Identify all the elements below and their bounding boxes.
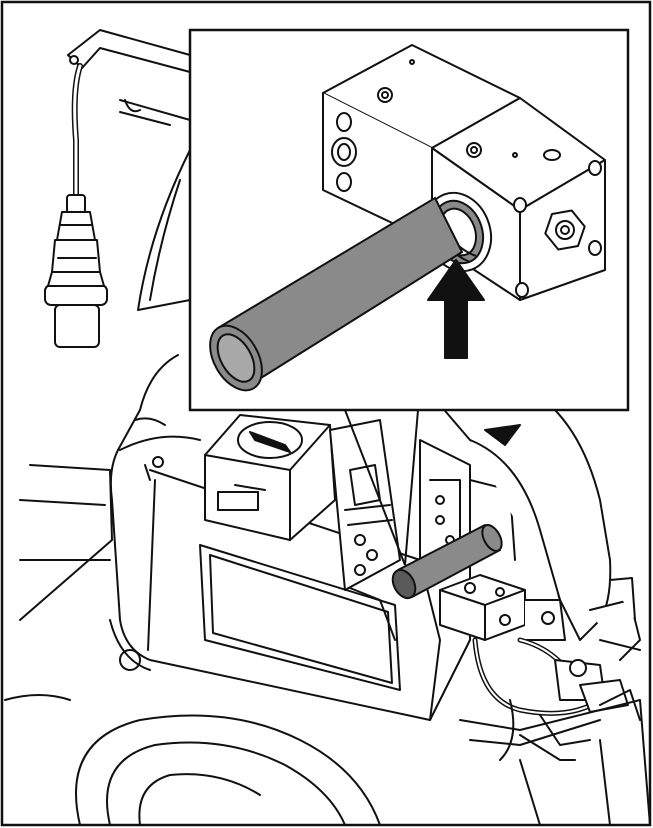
lower-housing (459, 699, 651, 826)
callout-lines (344, 409, 419, 566)
hoses-fittings (472, 637, 641, 761)
tube-installed (391, 524, 503, 600)
wheel-assembly (19, 464, 151, 671)
switch-box (204, 414, 336, 541)
arrow-up-icon (427, 259, 485, 359)
detail-inset (188, 28, 630, 566)
valve-block (322, 44, 606, 301)
machine-drawing (4, 29, 651, 826)
connector-plug (44, 194, 108, 348)
front-cover (439, 389, 641, 661)
tube-part (209, 196, 464, 392)
hydraulic-block-installed (439, 574, 566, 641)
base-hose (4, 694, 381, 826)
